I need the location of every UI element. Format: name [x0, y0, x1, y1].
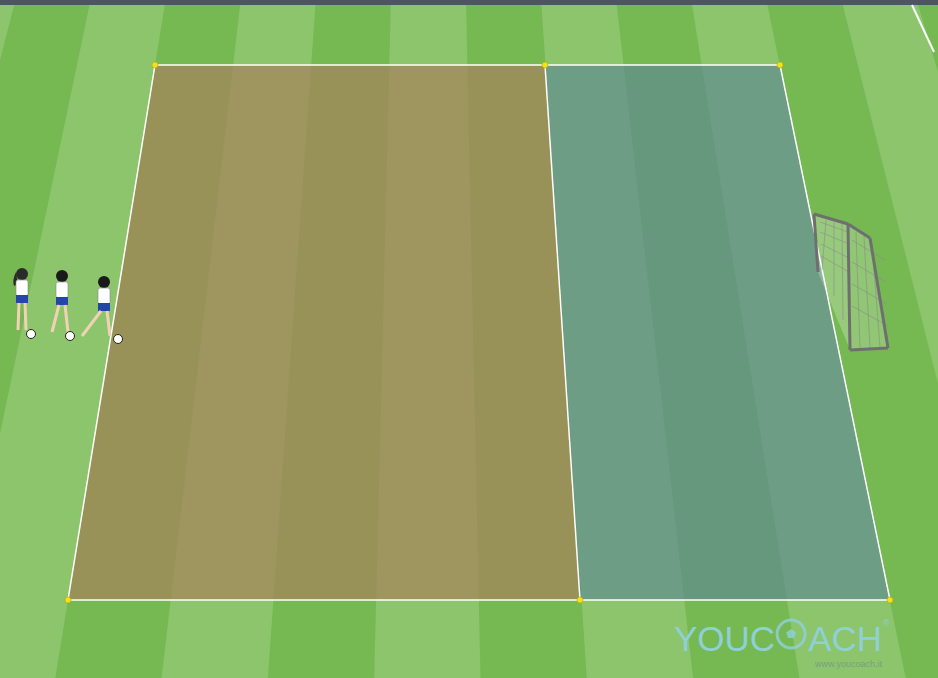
registered-mark: ® [883, 619, 890, 628]
touchline [912, 5, 934, 52]
logo-text: ACH [808, 621, 882, 656]
build-up-zone [68, 65, 580, 600]
zone-lines [68, 65, 890, 600]
cones [65, 62, 893, 603]
goal [814, 214, 888, 350]
watermark-url: www.youcoach.it [815, 660, 882, 669]
logo-text: YOUC [674, 621, 775, 656]
players [13, 268, 122, 344]
finishing-zone [545, 65, 890, 600]
top-bar [0, 0, 938, 5]
logo-ball [777, 620, 805, 648]
